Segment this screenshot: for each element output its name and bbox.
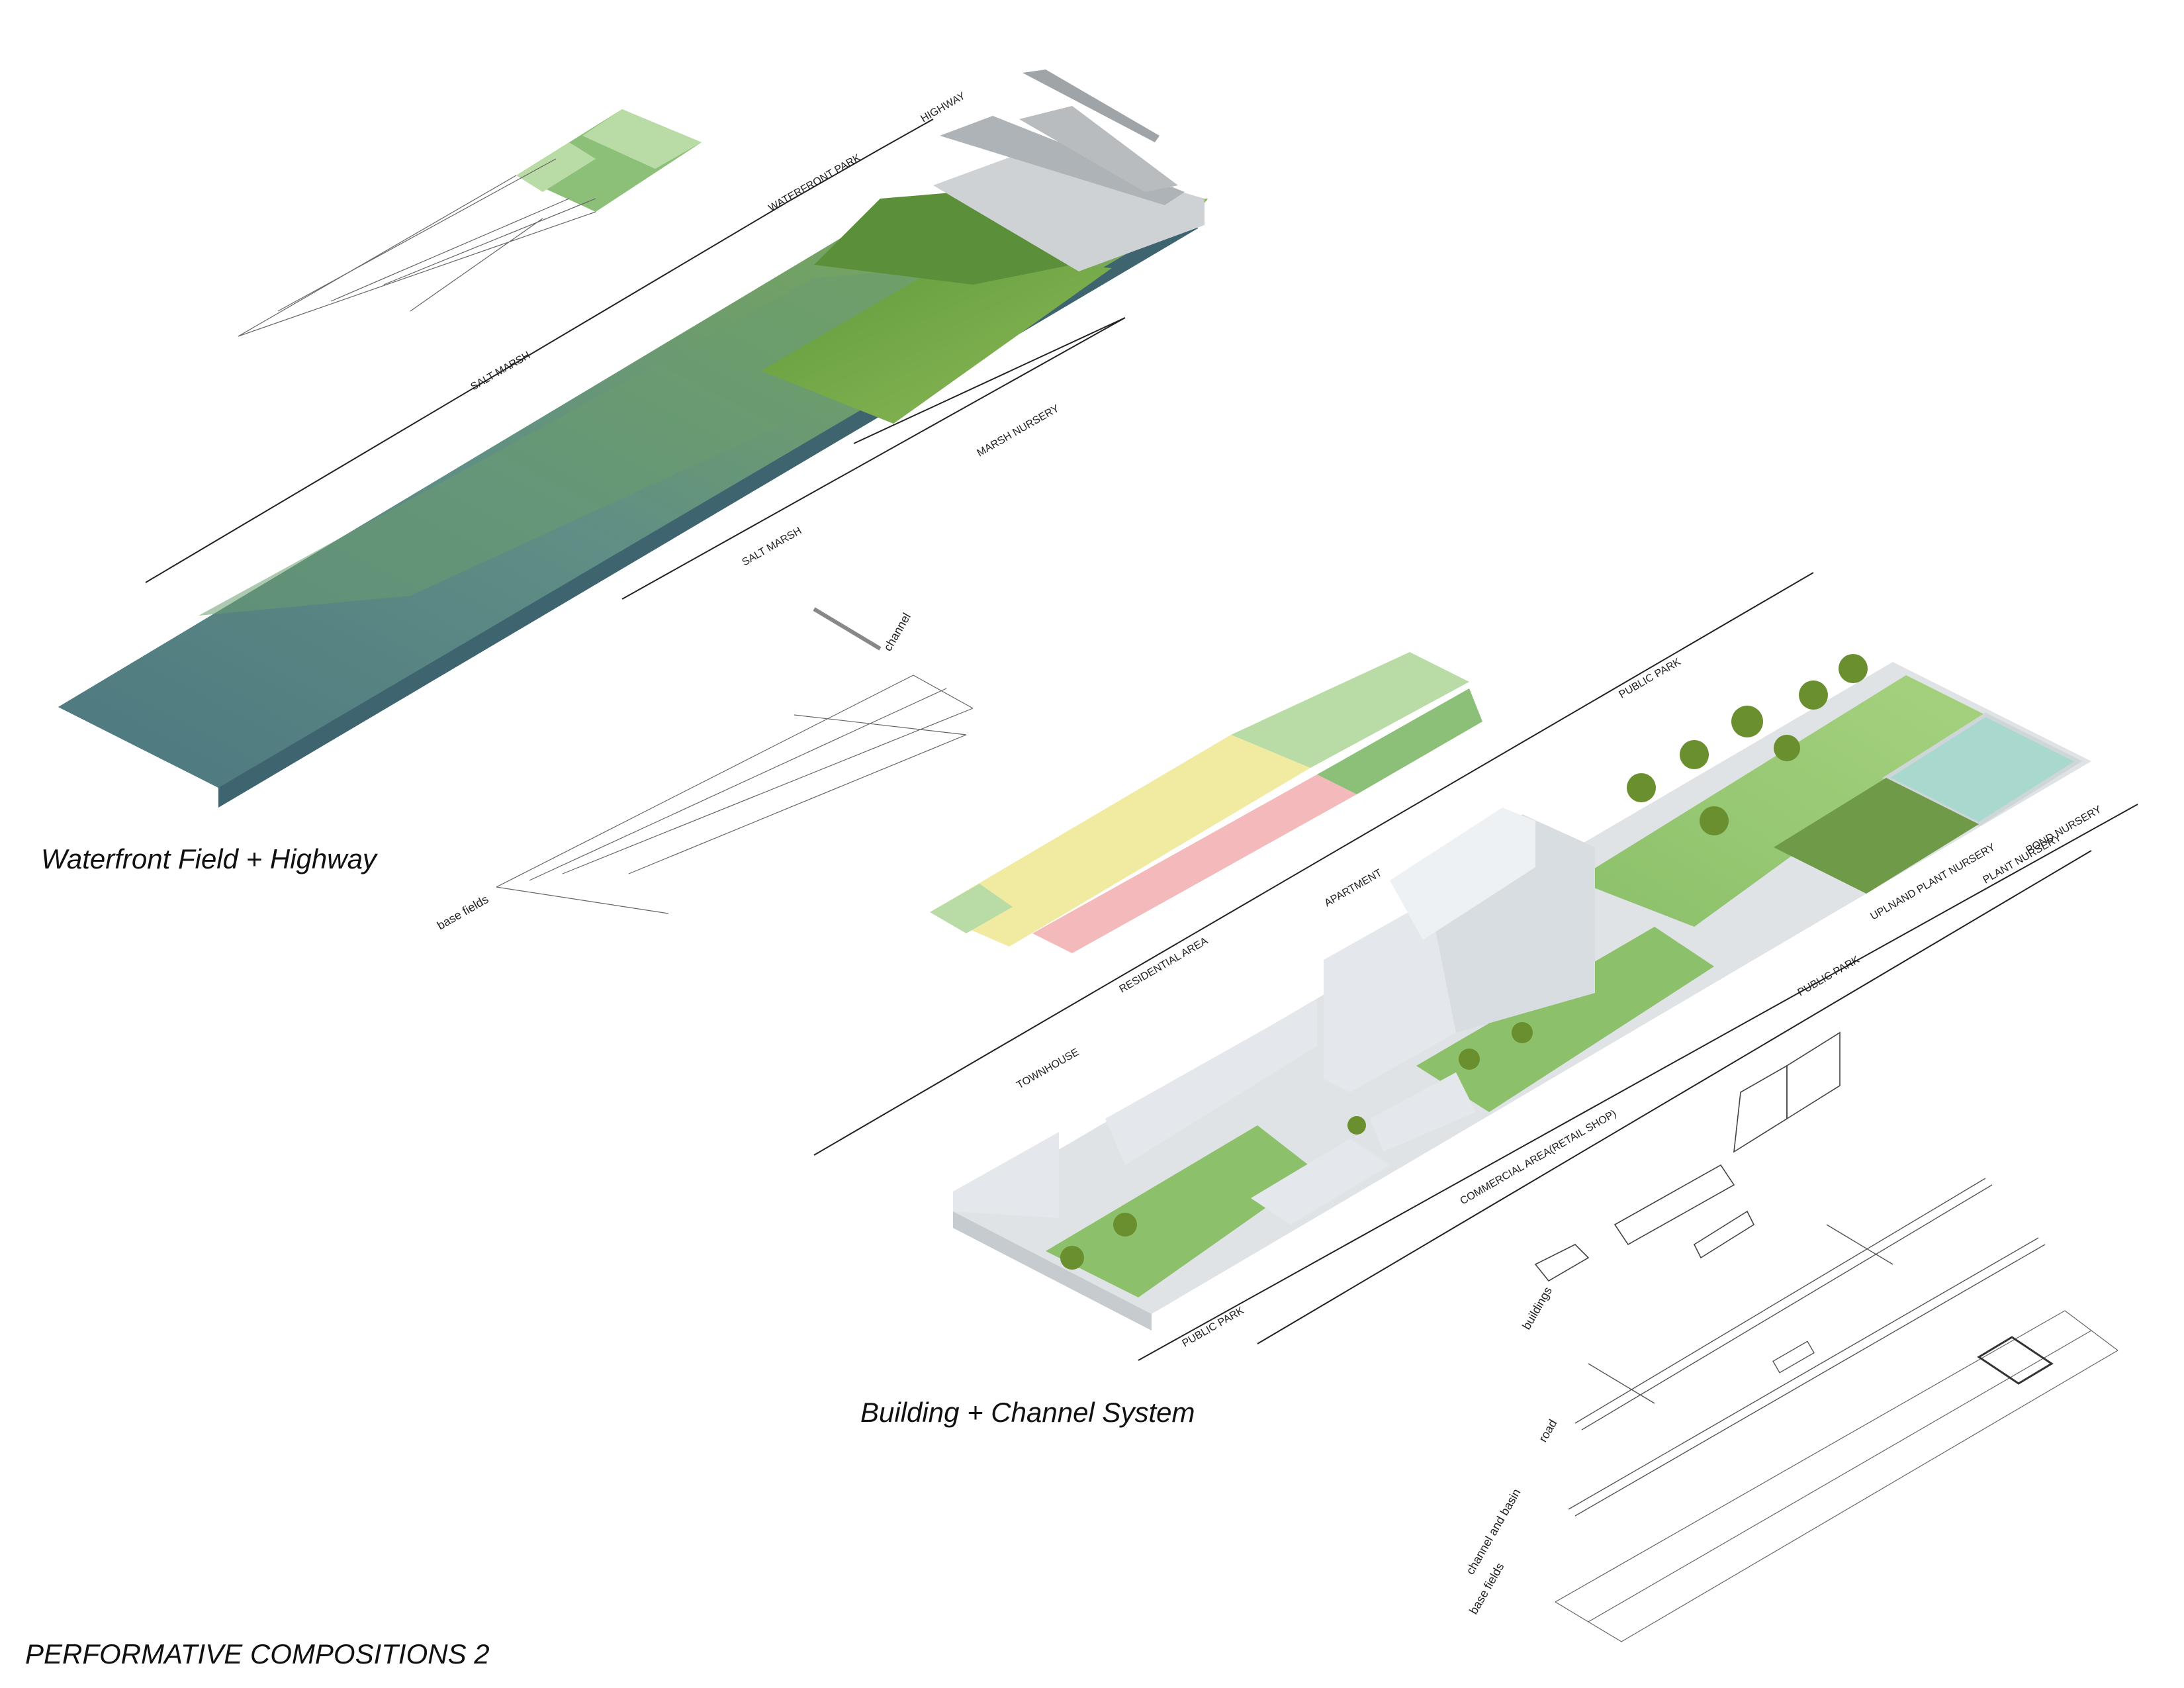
lower-park-surface xyxy=(1046,1125,1317,1297)
townhouse-blocks xyxy=(953,1000,1476,1225)
mid-park-surface xyxy=(1416,927,1714,1112)
label-apartment: APARTMENT xyxy=(1323,867,1385,909)
road-layer-wireframe xyxy=(1574,1178,1993,1430)
label-channel: channel xyxy=(881,610,913,653)
label-commercial-area: COMMERCIAL AREA(RETAIL SHOP) xyxy=(1459,1108,1619,1207)
label-base-fields-waterfront: base fields xyxy=(435,892,491,932)
buildings-layer-wireframe xyxy=(1534,1031,1841,1282)
building-base-slab-side xyxy=(953,1211,1152,1331)
label-buildings: buildings xyxy=(1520,1284,1555,1332)
label-plant-nursery: PLANT NURSERY xyxy=(1981,832,2064,886)
trees xyxy=(1060,654,1868,1270)
label-residential-area: RESIDENTIAL AREA xyxy=(1118,935,1210,996)
waterfront-panel: HIGHWAY WATERFRONT PARK SALT MARSH MARSH… xyxy=(41,70,1208,932)
base-fields-layer-wireframe xyxy=(1555,1310,2118,1642)
channel-layer-wireframe xyxy=(1568,1237,2046,1517)
plant-nursery xyxy=(1774,778,1979,894)
channel-piece xyxy=(813,607,882,651)
page-title: PERFORMATIVE COMPOSITIONS 2 xyxy=(25,1638,490,1669)
label-marsh-nursery: MARSH NURSERY xyxy=(976,402,1062,459)
label-public-park-bottom: PUBLIC PARK xyxy=(1181,1305,1246,1349)
highway-ramp-lower xyxy=(940,116,1185,205)
label-salt-marsh-upper: SALT MARSH xyxy=(469,350,533,393)
tower-block xyxy=(1324,808,1595,1092)
label-highway: HIGHWAY xyxy=(919,90,968,124)
highway-ramp-floating xyxy=(1023,70,1160,142)
base-fields-wireframe-waterfront xyxy=(496,675,974,914)
waterfront-park-field xyxy=(814,192,1072,285)
waterfront-title: Waterfront Field + Highway xyxy=(41,843,379,874)
label-salt-marsh-lower: SALT MARSH xyxy=(741,525,804,568)
label-road: road xyxy=(1536,1417,1559,1444)
marsh-nursery-field xyxy=(761,255,1112,424)
zoning-tile-strip xyxy=(930,652,1482,953)
highway-ramp-upper xyxy=(1019,106,1178,192)
label-public-park-top: PUBLIC PARK xyxy=(1617,656,1683,700)
label-waterfront-park: WATERFRONT PARK xyxy=(767,152,863,214)
label-townhouse: TOWNHOUSE xyxy=(1015,1047,1081,1091)
public-park-surface xyxy=(1575,675,1985,927)
floating-grid-top xyxy=(238,109,702,337)
building-title: Building + Channel System xyxy=(860,1397,1195,1428)
building-panel: PUBLIC PARK APARTMENT RESIDENTIAL AREA T… xyxy=(813,572,2138,1642)
